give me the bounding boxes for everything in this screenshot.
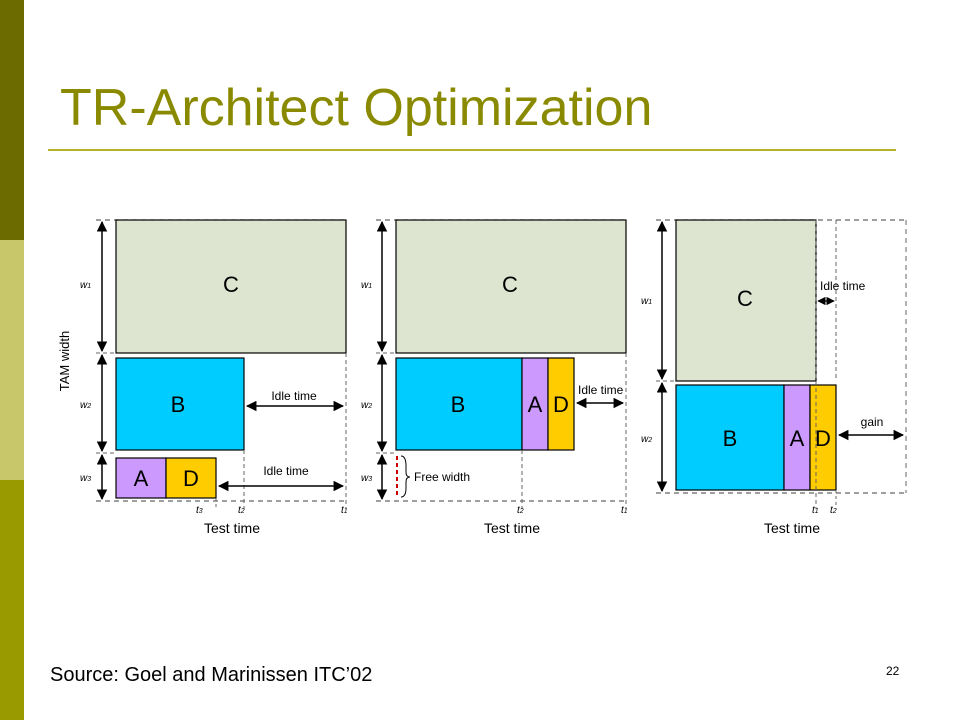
panel-2-label-b: B: [451, 392, 466, 417]
panel-1-core-b: [115, 357, 245, 451]
panel-2-label-d: D: [553, 392, 569, 417]
panel-3-label-b: B: [723, 426, 738, 451]
panel-3-w1-label: w1: [641, 296, 652, 307]
panel-3-t1-label: t1: [812, 505, 819, 516]
panel-2-x-axis-label: Test time: [484, 520, 540, 536]
panel-2-label-c: C: [502, 272, 518, 297]
panel-3-w2-label: w2: [641, 434, 652, 445]
panel-1-idle-label-b: Idle time: [271, 389, 317, 403]
panel-2-idle-label: Idle time: [578, 383, 624, 397]
panel-2-t2-label: t2: [517, 505, 524, 516]
sidebar-block-mid: [0, 480, 24, 720]
panel-3-core-b: [675, 384, 785, 491]
panel-2-core-a: [521, 357, 549, 451]
panel-3-label-d: D: [815, 426, 831, 451]
panel-1-core-a: [115, 457, 167, 499]
y-axis-label: TAM width: [57, 331, 72, 391]
panel-3-idle-label: Idle time: [820, 279, 866, 293]
panel-1-x-axis-label: Test time: [204, 520, 260, 536]
panel-3-t2-label: t2: [830, 505, 837, 516]
panel-1-core-c: [115, 219, 347, 354]
panel-2-t1-label: t1: [621, 505, 628, 516]
panel-2-core-c: [395, 219, 627, 354]
panel-3-label-c: C: [737, 286, 753, 311]
panel-1-label-c: C: [223, 272, 239, 297]
sidebar-decoration: [0, 0, 24, 720]
panel-3-x-axis-label: Test time: [764, 520, 820, 536]
panel-2-w1-label: w1: [361, 280, 372, 291]
panel-1: C B A D Idle time Idle time w1 w2 w3 TAM…: [57, 219, 348, 536]
panel-2-w3-label: w3: [361, 473, 372, 484]
panel-1-label-d: D: [183, 466, 199, 491]
panel-1-t3-label: t3: [196, 505, 203, 516]
panel-2-free-width-brace: [400, 455, 411, 498]
panel-1-t1-label: t1: [341, 505, 348, 516]
panel-1-w2-label: w2: [80, 400, 91, 411]
sidebar-block-light: [0, 240, 24, 480]
panel-2: C B A D Idle time Free width w1 w2 w3 t2…: [361, 219, 628, 536]
sidebar-block-dark: [0, 0, 24, 240]
panel-2-label-a: A: [528, 392, 543, 417]
panel-2-free-width-label: Free width: [414, 470, 470, 484]
panel-3-core-c: [675, 219, 817, 382]
panel-1-label-b: B: [171, 392, 186, 417]
panel-2-core-b: [395, 357, 523, 451]
panel-1-w3-label: w3: [80, 473, 91, 484]
panel-2-w2-label: w2: [361, 400, 372, 411]
slide-title: TR-Architect Optimization: [60, 79, 653, 137]
panel-2-core-d: [547, 357, 575, 451]
panel-3: C B A D Idle time gain w1 w2 t1 t2 Test …: [641, 219, 907, 536]
tr-architect-diagram: C B A D Idle time Idle time w1 w2 w3 TAM…: [57, 219, 907, 536]
page-number: 22: [886, 664, 900, 678]
title-underline: [48, 149, 896, 151]
panel-1-t2-label: t2: [238, 505, 245, 516]
panel-1-core-d: [165, 457, 217, 499]
panel-1-w1-label: w1: [80, 280, 91, 291]
panel-3-gain-label: gain: [861, 415, 884, 429]
panel-3-core-d: [809, 384, 837, 491]
panel-3-label-a: A: [790, 426, 805, 451]
panel-1-label-a: A: [134, 466, 149, 491]
panel-1-idle-label-ad: Idle time: [263, 464, 309, 478]
source-citation: Source: Goel and Marinissen ITC’02: [50, 664, 373, 686]
